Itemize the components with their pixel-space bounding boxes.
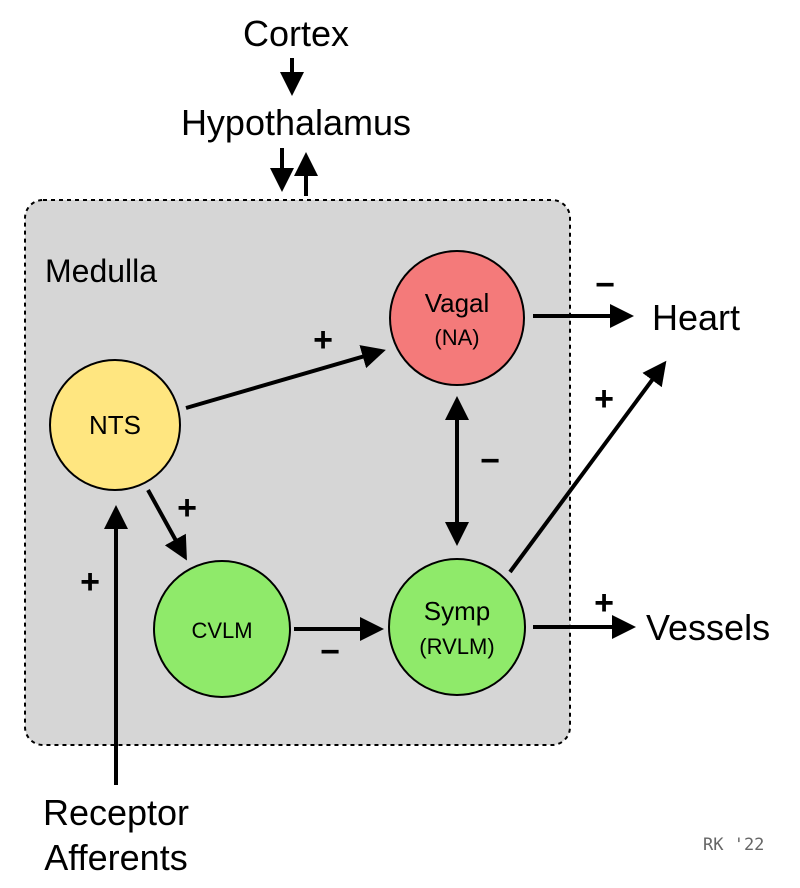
nts-label: NTS (89, 410, 141, 440)
cvlm-node (153, 560, 291, 698)
vagal-node (389, 250, 525, 386)
nts-to-cvlm-arrow (146, 489, 187, 561)
cvlm-label: CVLM (191, 618, 252, 643)
hypothalamus-label: Hypothalamus (181, 102, 411, 143)
medulla-label: Medulla (45, 253, 157, 289)
symp-sublabel: (RVLM) (419, 634, 494, 659)
heart-label: Heart (652, 297, 740, 338)
credit-label: RK '22 (703, 835, 764, 855)
vessels-label: Vessels (646, 607, 770, 648)
nts-node (49, 359, 181, 491)
afferents-label: Afferents (44, 837, 187, 878)
nts-to-vagal-sign: + (313, 321, 333, 359)
vagal-to-heart-sign: − (595, 266, 615, 304)
vagal-label: Vagal (425, 288, 490, 318)
vagal-symp-sign: − (480, 442, 500, 480)
nts-to-cvlm-sign: + (177, 489, 197, 527)
receptor-label: Receptor (43, 792, 189, 833)
cvlm-to-symp-sign: − (320, 633, 340, 671)
symp-to-heart-sign: + (594, 380, 614, 418)
symp-label: Symp (424, 596, 490, 626)
cortex-label: Cortex (243, 13, 349, 54)
vagal-sublabel: (NA) (434, 325, 479, 350)
afferent-to-nts-sign: + (80, 563, 100, 601)
symp-to-heart-arrow (508, 360, 667, 574)
symp-to-vessels-sign: + (594, 584, 614, 622)
symp-node (388, 558, 526, 696)
nts-to-vagal-arrow (185, 345, 386, 410)
